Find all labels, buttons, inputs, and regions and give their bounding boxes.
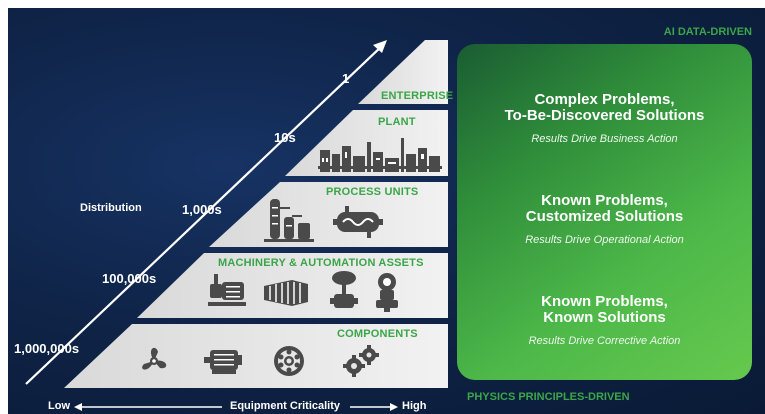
- block-heading-line-1: Known Problems,: [541, 293, 668, 310]
- block-heading-line-1: Known Problems,: [541, 192, 668, 209]
- fan-icon: [142, 347, 167, 370]
- tier-enterprise: [358, 40, 448, 104]
- turbine-icon: [264, 280, 308, 306]
- axis-high-label: High: [402, 400, 427, 412]
- frame-left-border: [0, 0, 8, 414]
- gears-icon: [343, 345, 379, 377]
- tier-label-plant: PLANT: [378, 116, 416, 128]
- axis-low-label: Low: [48, 400, 70, 412]
- physics-principles-label: PHYSICS PRINCIPLES-DRIVEN: [467, 391, 630, 403]
- solution-block-corrective: Known Problems, Known Solutions Results …: [457, 293, 752, 348]
- distribution-label: Distribution: [80, 202, 142, 214]
- criticality-arrowhead-right: [390, 403, 398, 411]
- tier-label-enterprise: ENTERPRISE: [381, 90, 454, 102]
- bearing-icon: [274, 346, 304, 376]
- axis-title: Equipment Criticality: [230, 400, 341, 412]
- valve-icon: [330, 271, 358, 308]
- solutions-panel: [457, 44, 752, 380]
- block-heading-line-2: To-Be-Discovered Solutions: [504, 107, 705, 124]
- refinery-plant-icon: [318, 138, 442, 172]
- motor-icon: [204, 350, 242, 374]
- criticality-arrowhead-left: [74, 403, 82, 411]
- distribution-arrow-line: [25, 44, 384, 385]
- distribution-arrow-head: [373, 40, 387, 53]
- count-enterprise: 1: [342, 71, 350, 86]
- block-heading-line-2: Known Solutions: [543, 309, 666, 326]
- block-heading-line-1: Complex Problems,: [534, 91, 675, 108]
- count-machinery: 100,000s: [102, 271, 157, 286]
- block-heading-line-2: Customized Solutions: [525, 208, 684, 225]
- block-subtitle: Results Drive Corrective Action: [528, 335, 681, 347]
- count-process-units: 1,000s: [182, 202, 222, 217]
- heat-exchanger-icon: [333, 206, 383, 238]
- tier-label-machinery: MACHINERY & AUTOMATION ASSETS: [218, 257, 424, 269]
- block-subtitle: Results Drive Operational Action: [525, 234, 684, 246]
- tier-label-components: COMPONENTS: [337, 328, 418, 340]
- ai-data-driven-label: AI DATA-DRIVEN: [663, 26, 752, 38]
- frame-top-border: [0, 0, 765, 8]
- solution-block-operational: Known Problems, Customized Solutions Res…: [457, 192, 752, 247]
- tier-label-process-units: PROCESS UNITS: [326, 186, 419, 198]
- transmitter-icon: [376, 273, 398, 312]
- distillation-column-icon: [264, 199, 314, 242]
- count-plant: 10s: [274, 130, 296, 145]
- solution-block-business: Complex Problems, To-Be-Discovered Solut…: [457, 91, 752, 146]
- count-components: 1,000,000s: [14, 341, 80, 356]
- block-subtitle: Results Drive Business Action: [531, 133, 678, 145]
- tier-process-units: [209, 182, 448, 247]
- pump-icon: [208, 274, 246, 306]
